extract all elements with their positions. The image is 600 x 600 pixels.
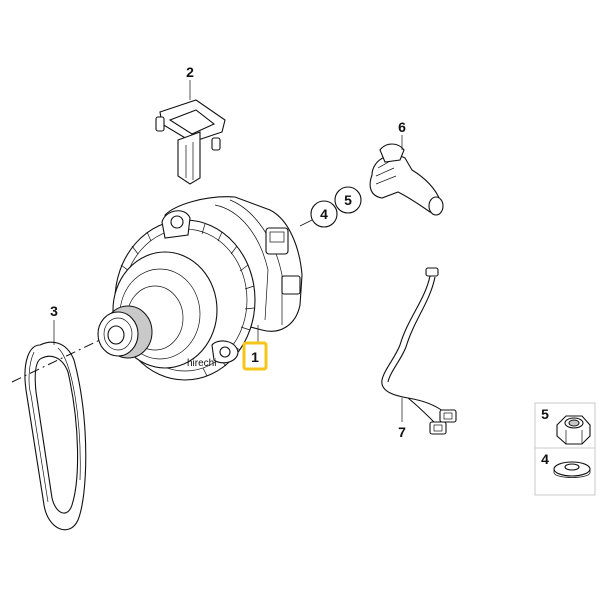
callout-4: 4: [320, 206, 328, 222]
callout-7[interactable]: 7: [398, 424, 406, 440]
leader-line-4: [299, 219, 313, 227]
hex-nut[interactable]: [556, 415, 591, 445]
watermark-text: hirechi: [187, 358, 216, 369]
washer[interactable]: [553, 461, 591, 478]
rubber-boot[interactable]: [369, 143, 444, 216]
callout-2[interactable]: 2: [186, 64, 194, 80]
drive-belt[interactable]: [24, 341, 87, 531]
callout-1-highlight: [242, 341, 268, 371]
voltage-regulator[interactable]: [155, 99, 226, 185]
callout-3[interactable]: 3: [50, 303, 58, 319]
callout-1[interactable]: 1: [251, 349, 259, 365]
callout-5: 5: [344, 192, 352, 208]
callout-4-side[interactable]: 4: [541, 451, 549, 467]
callout-6[interactable]: 6: [398, 119, 406, 135]
callout-5-circle[interactable]: [334, 186, 362, 214]
alternator[interactable]: [97, 196, 303, 381]
callout-5-side[interactable]: 5: [541, 406, 549, 422]
callout-4-circle[interactable]: [310, 200, 338, 228]
wiring-harness[interactable]: [381, 267, 457, 435]
